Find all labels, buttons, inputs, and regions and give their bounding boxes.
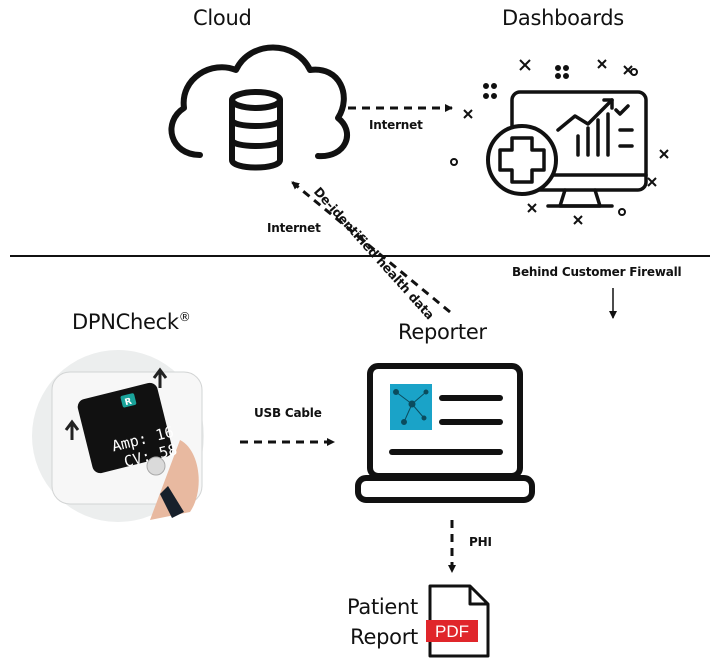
reporter-network-image — [390, 384, 432, 430]
dpncheck-title: DPNCheck® — [72, 310, 191, 334]
dashboards-title: Dashboards — [502, 6, 624, 30]
patient-report-line1: Patient — [346, 595, 418, 619]
cloud-title: Cloud — [193, 6, 252, 30]
sparkle-decorations — [450, 59, 669, 225]
reporter-title: Reporter — [398, 320, 487, 344]
phi-label: PHI — [469, 535, 492, 549]
cloud-icon — [168, 44, 351, 171]
internet-label-top: Internet — [369, 118, 423, 132]
device-badge: R — [124, 397, 133, 408]
pdf-label: PDF — [435, 622, 469, 641]
reporter-to-cloud-arrow — [291, 180, 451, 314]
laptop-icon — [355, 363, 535, 503]
pdf-file-icon — [426, 584, 490, 658]
patient-report-title: Patient Report — [338, 592, 418, 652]
firewall-label: Behind Customer Firewall — [512, 265, 682, 279]
patient-report-line2: Report — [350, 625, 418, 649]
usb-label: USB Cable — [254, 406, 322, 420]
internet-label-left: Internet — [267, 221, 321, 235]
plus-circle-icon — [486, 124, 558, 196]
plus-icon — [498, 136, 546, 184]
dpncheck-device-image — [32, 350, 204, 522]
registered-mark: ® — [178, 310, 191, 324]
